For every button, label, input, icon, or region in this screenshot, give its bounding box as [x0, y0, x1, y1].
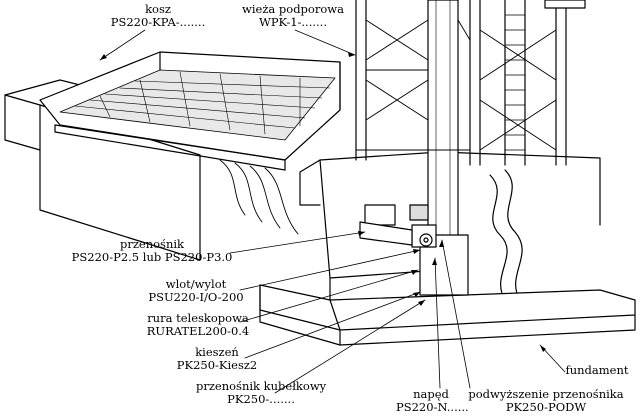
label-foundation: fundament [560, 364, 634, 377]
label-telescopic-pipe-title: rura teleskopowa [147, 311, 249, 325]
support-tower [355, 0, 586, 166]
label-drive: napęd PS220-N...... [396, 387, 469, 414]
label-hopper: kosz PS220-KPA-....... [108, 3, 208, 29]
label-inlet-outlet-title: wlot/wylot [165, 277, 227, 291]
label-conveyor-extension: podwyższenie przenośnika PK250-PODW [468, 388, 624, 414]
label-conveyor-code: PS220-P2.5 lub PS220-P3.0 [71, 250, 233, 264]
label-drive-code: PS220-N...... [396, 400, 469, 414]
label-support-tower-title: wieża podporowa [242, 2, 344, 16]
label-inlet-outlet: wlot/wylot PSU220-I/O-200 [140, 278, 252, 304]
label-support-tower-code: WPK-1-....... [259, 15, 327, 29]
label-conveyor: przenośnik PS220-P2.5 lub PS220-P3.0 [62, 238, 242, 264]
label-bucket-elevator: przenośnik kubełkowy PK250-....... [196, 380, 326, 406]
label-drive-title: napęd [413, 387, 449, 401]
label-support-tower: wieża podporowa WPK-1-....... [228, 3, 358, 29]
label-conveyor-title: przenośnik [119, 237, 184, 251]
foundation-slab [259, 284, 636, 346]
label-bucket-elevator-title: przenośnik kubełkowy [196, 379, 327, 393]
label-conveyor-extension-title: podwyższenie przenośnika [468, 387, 624, 401]
label-inlet-outlet-code: PSU220-I/O-200 [148, 290, 244, 304]
label-pocket-title: kieszeń [195, 345, 239, 359]
leader-lines [99, 29, 566, 394]
label-pocket-code: PK250-Kiesz2 [176, 358, 258, 372]
label-telescopic-pipe: rura teleskopowa RURATEL200-0.4 [140, 312, 256, 338]
bucket-elevator [359, 0, 469, 296]
label-pocket: kieszeń PK250-Kiesz2 [172, 346, 262, 372]
concrete-block [299, 151, 601, 301]
label-conveyor-extension-code: PK250-PODW [505, 400, 587, 414]
label-telescopic-pipe-code: RURATEL200-0.4 [146, 324, 250, 338]
label-bucket-elevator-code: PK250-....... [227, 392, 295, 406]
label-hopper-code: PS220-KPA-....... [110, 15, 206, 29]
label-foundation-title: fundament [565, 363, 629, 377]
hopper [39, 51, 341, 235]
label-hopper-title: kosz [145, 2, 171, 16]
